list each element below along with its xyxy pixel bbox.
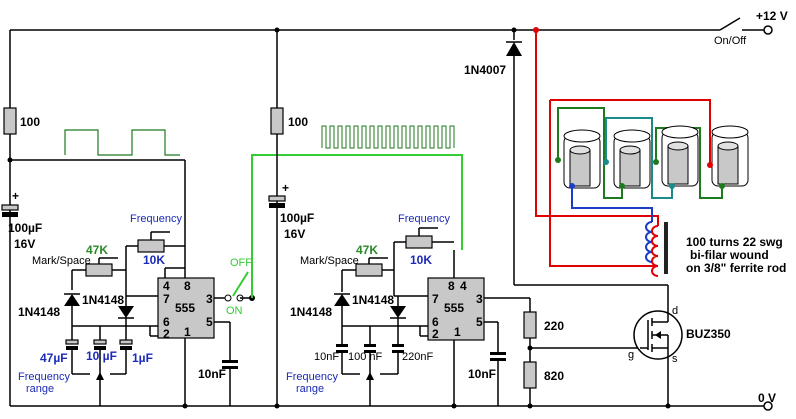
svg-text:+: +: [12, 189, 19, 203]
c47-label: 47µF: [40, 351, 68, 365]
ic-555-right: [427, 277, 485, 341]
d1b-label: 1N4148: [18, 305, 60, 319]
off-label: OFF: [230, 257, 252, 269]
diode-1n4007-label: 1N4007: [464, 63, 506, 77]
mosfet-label: BUZ350: [686, 327, 731, 341]
svg-text:4: 4: [163, 279, 170, 293]
r1-label: 100: [20, 115, 40, 129]
resistor-820: [523, 361, 537, 389]
pot-frequency-right[interactable]: [405, 235, 433, 249]
pot-markspace-right[interactable]: [355, 263, 383, 277]
svg-text:3: 3: [206, 292, 213, 306]
freq2-label: Frequency: [398, 213, 450, 225]
ctl1-label: 10nF: [198, 367, 226, 381]
coil-label-1: 100 turns 22 swg: [686, 235, 783, 249]
range2-label-b: range: [296, 383, 324, 395]
ic-555-left: [157, 277, 215, 339]
svg-text:2: 2: [432, 327, 439, 341]
c1u-label: 1µF: [132, 351, 153, 365]
resistor-100-right: [270, 107, 284, 135]
c1-volt-label: 16V: [14, 237, 35, 251]
coil-label-2: bi-filar wound: [690, 248, 769, 262]
c1-label: 100µF: [8, 221, 42, 235]
range1-label-b: range: [26, 383, 54, 395]
freq1-value: 10K: [143, 253, 165, 267]
r2-label: 100: [288, 115, 308, 129]
svg-text:7: 7: [432, 292, 439, 306]
freq2-value: 10K: [410, 253, 432, 267]
svg-text:2: 2: [163, 327, 170, 341]
ic1-label: 555: [175, 301, 195, 315]
power-rail-top: [10, 17, 773, 35]
ms1-value: 47K: [86, 243, 108, 257]
svg-text:+: +: [282, 181, 289, 195]
supply-label: +12 V: [756, 9, 788, 23]
ms1-label: Mark/Space: [32, 255, 91, 267]
ms2-value: 47K: [356, 243, 378, 257]
pin-s-label: s: [672, 353, 678, 365]
freq1-label: Frequency: [130, 213, 182, 225]
ms2-label: Mark/Space: [300, 255, 359, 267]
ground-rail: [10, 401, 773, 411]
range1-label-a: Frequency: [18, 371, 70, 383]
c100n-label: 100 nF: [348, 351, 383, 363]
svg-text:4: 4: [460, 279, 467, 293]
electrolysis-cells: [563, 125, 749, 189]
d1a-label: 1N4148: [82, 293, 124, 307]
on-label: ON: [226, 305, 243, 317]
r220-label: 220: [544, 319, 564, 333]
ground-label: 0 V: [758, 391, 776, 405]
r820-label: 820: [544, 369, 564, 383]
svg-text:8: 8: [184, 279, 191, 293]
d2a-label: 1N4148: [352, 293, 394, 307]
pin-d-label: d: [672, 305, 678, 317]
svg-text:1: 1: [454, 325, 461, 339]
resistor-220: [523, 311, 537, 339]
ic2-label: 555: [444, 301, 464, 315]
pot-frequency-left[interactable]: [137, 239, 165, 253]
svg-text:1: 1: [184, 325, 191, 339]
switch-label: On/Off: [714, 35, 747, 47]
range2-label-a: Frequency: [286, 371, 338, 383]
c220n-label: 220nF: [402, 351, 433, 363]
coil: [645, 221, 668, 277]
svg-text:7: 7: [163, 292, 170, 306]
svg-text:8: 8: [448, 279, 455, 293]
c2-label: 100µF: [280, 211, 314, 225]
c10-label: 10 µF: [86, 349, 117, 363]
resistor-100-left: [3, 107, 17, 135]
svg-text:3: 3: [476, 292, 483, 306]
svg-text:5: 5: [206, 315, 213, 329]
c2-volt-label: 16V: [284, 227, 305, 241]
coil-label-3: on 3/8" ferrite rod: [686, 261, 786, 275]
svg-text:6: 6: [432, 315, 439, 329]
svg-text:5: 5: [476, 315, 483, 329]
svg-text:6: 6: [163, 315, 170, 329]
ctl2-label: 10nF: [468, 367, 496, 381]
c10n-label: 10nF: [314, 351, 339, 363]
pin-g-label: g: [628, 349, 634, 361]
d2b-label: 1N4148: [290, 305, 332, 319]
